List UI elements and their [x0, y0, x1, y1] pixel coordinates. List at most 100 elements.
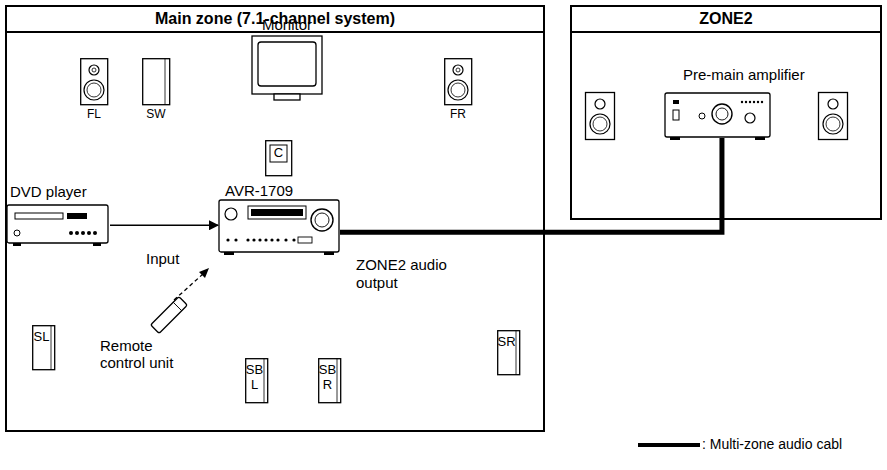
amplifier-indicator [757, 101, 759, 103]
amplifier-foot [755, 137, 765, 140]
monitor-screen [258, 42, 316, 86]
surround-speaker: SB R [318, 358, 342, 404]
speaker-woofer [448, 80, 468, 100]
speaker-woofer [823, 114, 843, 134]
amplifier-small-knob [699, 113, 705, 119]
remote-body-group [151, 297, 188, 334]
amplifier-indicator [745, 101, 747, 103]
remote-control: Remote control unit [97, 293, 207, 377]
surround-speaker-edge [337, 359, 338, 403]
speaker-tweeter [595, 99, 605, 109]
dvd-body [7, 205, 108, 243]
surround-speaker-edge [516, 331, 517, 375]
surround-speaker-edge [264, 359, 265, 403]
receiver-port [298, 237, 312, 243]
receiver-button [252, 238, 255, 241]
receiver-button [234, 238, 237, 241]
node-label: SR [497, 334, 516, 349]
remote-body [151, 297, 188, 334]
receiver-display [248, 206, 306, 219]
dvd-power-button [14, 230, 20, 236]
av-receiver: AVR-1709 [218, 182, 340, 256]
receiver-display-panel [251, 209, 303, 216]
remote-signal-head [199, 268, 209, 278]
amplifier-volume-knob [712, 104, 732, 124]
remote-signal-arrow [174, 268, 209, 300]
receiver-button [270, 238, 273, 241]
node-label: SB R [318, 362, 337, 392]
surround-speaker: SL [32, 325, 56, 371]
node-label: Remote control unit [100, 337, 192, 371]
node-label: DVD player [10, 183, 110, 200]
surround-speaker: SR [497, 330, 521, 376]
connector-label: Input [146, 250, 196, 268]
receiver-volume-ring [315, 213, 329, 227]
receiver-button [246, 238, 249, 241]
subwoofer-cabinet [143, 59, 170, 105]
surround-speaker-cabinet [319, 359, 341, 403]
subwoofer-edge [165, 59, 166, 105]
surround-speaker-cabinet [498, 331, 520, 375]
receiver-button [292, 238, 295, 241]
monitor-tv: Monitor [246, 16, 328, 104]
zone2-left-speaker [586, 93, 615, 140]
speaker-cabinet [445, 59, 472, 105]
surround-speaker: SB L [245, 358, 269, 404]
surround-speaker-cabinet [33, 326, 55, 370]
receiver-body [219, 200, 339, 252]
amplifier-foot [670, 137, 680, 140]
node-label: Pre-main amplifier [683, 66, 810, 83]
dvd-tray [15, 213, 63, 219]
dvd-button [87, 231, 91, 235]
receiver-button [284, 238, 287, 241]
receiver-volume-knob [311, 209, 333, 231]
speaker-tweeter [89, 65, 99, 75]
amplifier-input-port [673, 110, 679, 120]
legend-line-sample [638, 443, 700, 447]
speaker-cabinet [586, 93, 615, 140]
amplifier-indicator [749, 101, 751, 103]
surround-speaker-edge [51, 326, 52, 370]
legend-sample [638, 434, 700, 454]
dvd-button [75, 231, 79, 235]
signal-arrow [110, 224, 218, 226]
speaker-woofer-cone [451, 83, 465, 97]
dvd-button [81, 231, 85, 235]
amplifier-selector-knob [745, 113, 755, 123]
center-speaker-cabinet [266, 141, 292, 176]
zone2-right-speaker [819, 93, 848, 140]
legend-entry: : Multi-zone audio cabl [638, 434, 886, 454]
receiver-knob [225, 208, 237, 220]
speaker-cabinet [81, 59, 108, 105]
speaker-cabinet [819, 93, 848, 140]
dvd-button [69, 231, 73, 235]
receiver-foot [324, 252, 334, 255]
node-label: FL [80, 107, 108, 121]
amplifier-indicator [761, 101, 763, 103]
zone-heading: ZONE2 [572, 7, 880, 33]
dvd-foot [13, 243, 21, 246]
speaker-tweeter [828, 99, 838, 109]
node-label: SL [32, 329, 51, 344]
node-label: Monitor [246, 16, 328, 33]
receiver-button [226, 238, 229, 241]
amplifier-indicator [741, 101, 743, 103]
node-label: SW [142, 107, 170, 121]
zone-frame: Main zone (7.1-channel system)FLSWMonito… [5, 5, 545, 432]
receiver-button [258, 238, 261, 241]
monitor-bezel [252, 36, 322, 94]
amplifier-power-led [673, 100, 679, 104]
speaker-woofer [84, 80, 104, 100]
legend-text: : Multi-zone audio cabl [702, 435, 882, 453]
zone-frame: ZONE2Pre-main amplifier [570, 5, 882, 220]
subwoofer: SW [142, 58, 172, 122]
speaker-woofer [590, 114, 610, 134]
receiver-foot [224, 252, 234, 255]
dvd-display [67, 213, 87, 219]
speaker-tweeter-dome [456, 68, 460, 72]
dvd-foot [93, 243, 101, 246]
dvd-player: DVD player [5, 183, 110, 249]
remote-signal-line [174, 274, 203, 300]
amplifier-indicator [753, 101, 755, 103]
